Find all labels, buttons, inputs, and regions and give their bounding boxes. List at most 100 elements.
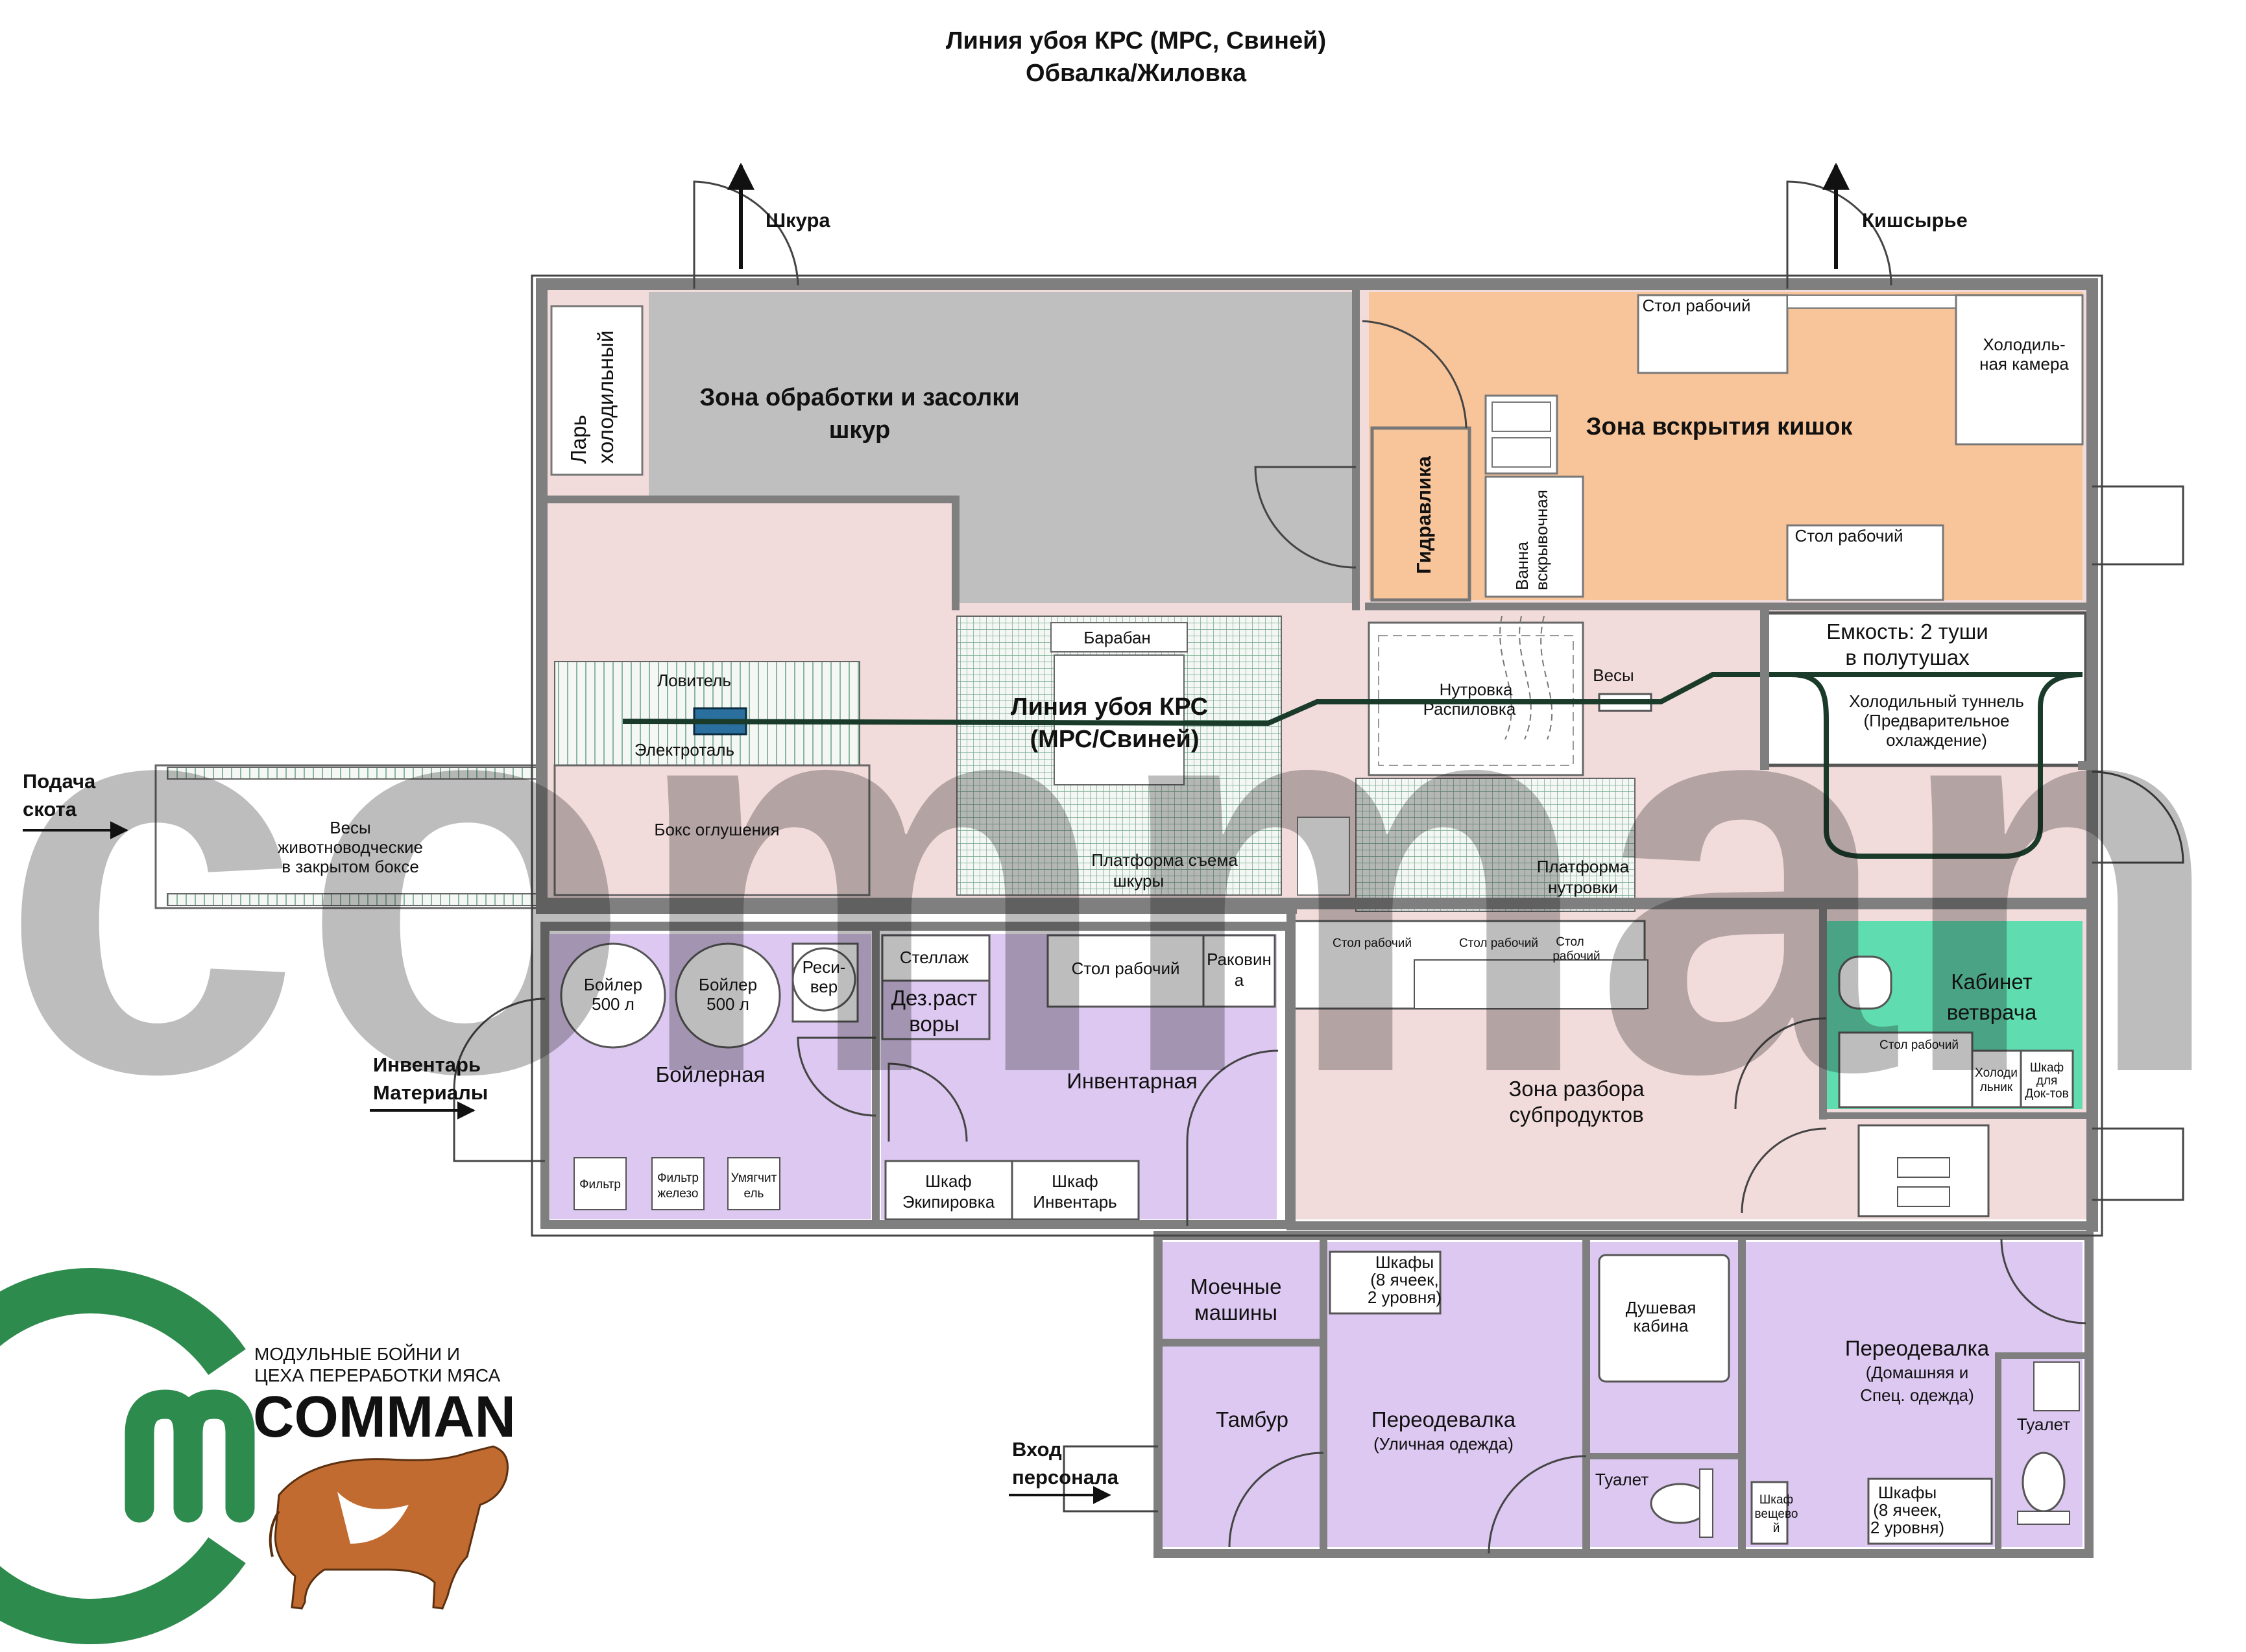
title-line-2: Обвалка/Жиловка (1026, 60, 1247, 87)
doors (453, 180, 2184, 1554)
tank-label-2: в полутушах (1845, 645, 1970, 669)
freezer-chest: Ларь холодильный (550, 305, 644, 476)
cab-equip-label-1: Шкаф (925, 1171, 972, 1191)
offal-table-2-label: Стол рабочий (1459, 937, 1538, 950)
shower-label-1: Душевая (1626, 1298, 1697, 1317)
slaughter-rail: Линия убоя КРС (МРС/Свиней) (622, 672, 2083, 859)
washers-label-2: машины (1194, 1300, 1277, 1324)
lock8-a-label-3: 2 уровня) (1368, 1287, 1442, 1307)
gut-zone-label: Зона вскрытия кишок (1586, 413, 1854, 440)
vet-label-1: Кабинет (1951, 970, 2033, 994)
boiler-room-label: Бойлерная (656, 1062, 766, 1086)
cow-icon (269, 1445, 509, 1610)
vet-fridge-label-1: Холоди (1975, 1066, 2018, 1080)
cattle-entry-label-2: скота (23, 798, 77, 820)
tunnel-label-2: (Предварительное (1863, 711, 2009, 730)
disinfect-label-2: воры (909, 1012, 960, 1036)
stun-box-label: Бокс оглушения (654, 820, 779, 839)
chilling-tunnel: Емкость: 2 туши в полутушах Холодильный … (1763, 611, 2088, 767)
skin-platform-label-1: Платформа съема (1091, 850, 1238, 870)
cab-inv-label-2: Инвентарь (1033, 1192, 1117, 1212)
sink-label-2: а (1235, 970, 1244, 990)
filter-label: Фильтр (579, 1178, 621, 1191)
toilet-1-label: Туалет (1595, 1470, 1648, 1489)
logo-tagline-1: МОДУЛЬНЫЕ БОЙНИ И (254, 1344, 460, 1364)
vet-label-2: ветврача (1947, 1000, 2037, 1024)
locker-st-label-1: Переодевалка (1371, 1407, 1516, 1431)
receiver-label-2: вер (810, 977, 838, 996)
evisceration-area: Нутровка Распиловка Весы Платформа нутро… (1297, 616, 1652, 912)
washers-label-1: Моечные (1190, 1275, 1282, 1299)
outer-outline (531, 274, 2103, 1237)
disinfect-label-1: Дез.раст (891, 986, 978, 1010)
staff-block: Моечные машины Тамбур Шкафы (8 ячеек, 2 … (1161, 1242, 2083, 1547)
boiler-2-label: Бойлер (699, 975, 757, 994)
boiler-room: Бойлер 500 л Бойлер 500 л Реси- вер Бойл… (550, 934, 871, 1219)
catcher-label: Ловитель (657, 671, 731, 690)
tunnel-label-1: Холодильный туннель (1849, 691, 2024, 711)
fridge-room (1955, 294, 2084, 446)
boiler-2-volume: 500 л (706, 994, 749, 1014)
locker-home-label-1: Переодевалка (1845, 1336, 1990, 1360)
vet-fridge-label-2: льник (1980, 1081, 2013, 1094)
weigher-label: Весы (1593, 665, 1634, 685)
skin-platform-label-2: шкуры (1113, 871, 1164, 891)
offal-label-1: Зона разбора (1508, 1077, 1645, 1101)
staff-entry-label-1: Вход (1012, 1438, 1062, 1461)
sink-label-1: Раковин (1207, 950, 1272, 969)
lock8-b-label-1: Шкафы (1878, 1483, 1937, 1502)
freezer-chest-label-2: холодильный (594, 330, 618, 464)
evisc-platform-label-2: нутровки (1548, 878, 1618, 897)
vet-cab-label-1: Шкаф (2030, 1061, 2064, 1075)
work-table-bottom-label: Стол рабочий (1795, 526, 1903, 545)
brand-logo: МОДУЛЬНЫЕ БОЙНИ И ЦЕХА ПЕРЕРАБОТКИ МЯСА … (0, 1268, 516, 1644)
evisc-platform (1355, 778, 1636, 912)
stun-box: Бокс оглушения Ловитель Электроталь (553, 661, 871, 896)
lock8-a-label-2: (8 ячеек, (1370, 1270, 1439, 1289)
locker-home-label-3: Спец. одежда) (1860, 1385, 1974, 1405)
iron-filter-label-2: железо (658, 1187, 699, 1201)
vet-office: Кабинет ветврача Стол рабочий Холоди льн… (1826, 921, 2083, 1217)
skin-zone-label-1: Зона обработки и засолки (699, 384, 1019, 411)
vet-table-label: Стол рабочий (1879, 1038, 1959, 1052)
work-table-top (1637, 294, 1789, 374)
bath-label-1: Ванна (1512, 541, 1532, 590)
lock8-a-label-1: Шкафы (1375, 1252, 1434, 1272)
cab-inv-label-1: Шкаф (1052, 1171, 1098, 1191)
work-table-top-label: Стол рабочий (1643, 296, 1751, 315)
evisc-label-1: Нутровка (1440, 680, 1513, 699)
rack-label: Стеллаж (900, 948, 969, 967)
cab-things-label-3: й (1773, 1522, 1780, 1535)
inventory-room: Стеллаж Дез.раст воры Стол рабочий Раков… (881, 934, 1277, 1221)
skin-platform: Барабан Платформа съема шкуры (956, 616, 1282, 896)
electric-hoist-label: Электроталь (634, 740, 734, 760)
work-table-bottom (1786, 524, 1944, 601)
walls (536, 278, 2098, 1558)
outside-markers: Шкура Кишсырье Подача скота Инвентарь Ма… (23, 162, 1968, 1504)
lock8-b-label-3: 2 уровня) (1870, 1518, 1944, 1537)
tank-label-1: Емкость: 2 туши (1826, 619, 1988, 643)
offal-table-3-label-1: Стол (1556, 935, 1584, 949)
inventory-entry-label-1: Инвентарь (373, 1053, 481, 1076)
softener-label-2: ель (744, 1187, 764, 1201)
skin-zone-label-2: шкур (829, 416, 891, 444)
bath (1484, 475, 1584, 598)
offal-table-3-label-2: рабочий (1552, 950, 1600, 963)
line-label-1: Линия убоя КРС (1011, 693, 1208, 721)
cattle-entry-label-1: Подача (23, 770, 96, 793)
boiler-1-volume: 500 л (592, 994, 634, 1014)
logo-tagline-2: ЦЕХА ПЕРЕРАБОТКИ МЯСА (254, 1365, 500, 1385)
offal-label-2: субпродуктов (1509, 1103, 1643, 1127)
cab-things-label-1: Шкаф (1759, 1493, 1793, 1507)
hydraulics-label: Гидравлика (1412, 455, 1435, 574)
cab-equip-label-2: Экипировка (902, 1192, 995, 1212)
tunnel-label-3: охлаждение) (1886, 730, 1987, 750)
drum (1050, 622, 1188, 652)
vet-cab-label-2: для (2036, 1074, 2057, 1088)
scales-label-1: Весы (330, 818, 371, 837)
inventory-table-label: Стол рабочий (1072, 959, 1180, 978)
line-label-2: (МРС/Свиней) (1030, 726, 1200, 753)
guts-exit-label: Кишсырье (1862, 209, 1968, 232)
scales-label-2: животноводческие (278, 837, 423, 857)
